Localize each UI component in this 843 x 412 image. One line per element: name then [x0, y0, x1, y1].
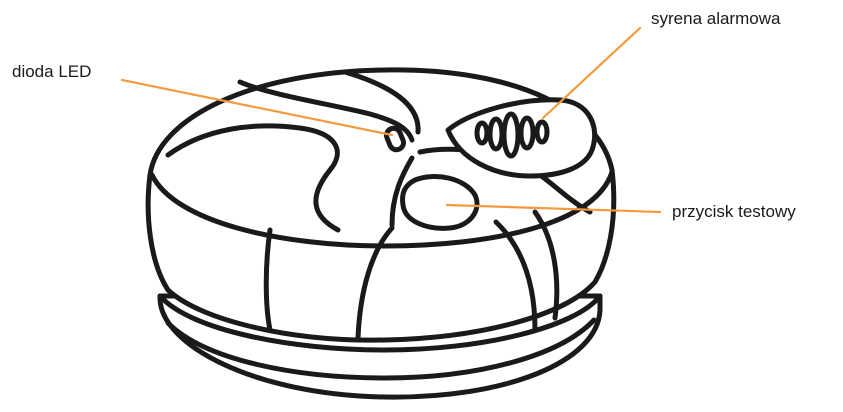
test-button — [400, 174, 480, 231]
led-leader-line — [120, 78, 394, 137]
test-button-leader-line — [445, 203, 662, 214]
siren-grille — [445, 97, 598, 179]
leader-lines — [120, 26, 662, 214]
led-label: dioda LED — [12, 62, 91, 81]
siren-label: syrena alarmowa — [651, 9, 781, 28]
siren-leader-line — [541, 26, 642, 120]
test-button-label: przycisk testowy — [672, 202, 796, 221]
